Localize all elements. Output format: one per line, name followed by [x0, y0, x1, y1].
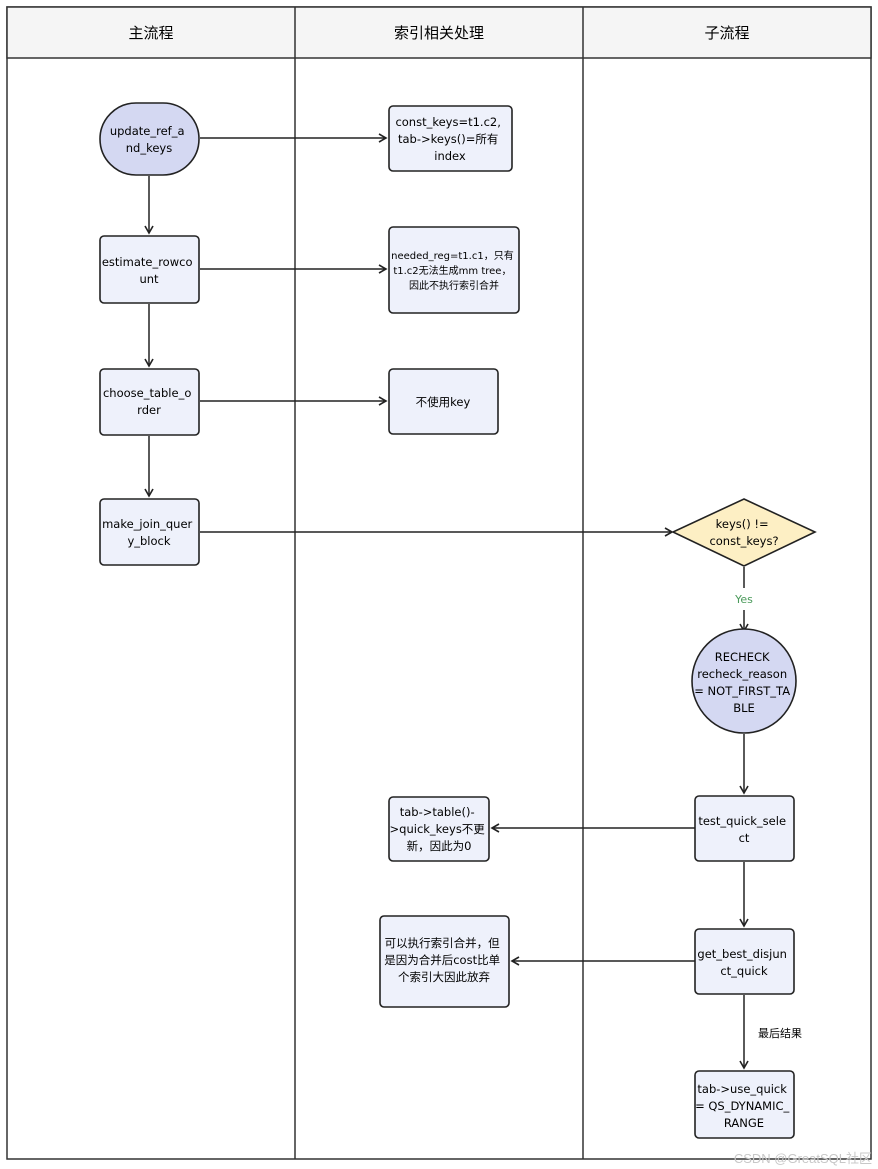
const-keys-note [388, 105, 513, 172]
update-ref-and-keys-label: update_ref_a nd_keys [110, 124, 188, 155]
index-merge-note-text: 可以执行索引合并，但 是因为合并后cost比单 个索引大因此放弃 [384, 936, 504, 984]
use-quick-node [694, 1070, 795, 1139]
needed-reg-note-text: needed_reg=t1.c1，只有 t1.c2无法生成mm tree， 因此… [391, 249, 517, 292]
lane-title-index: 索引相关处理 [394, 24, 484, 42]
const-keys-note-text: const_keys=t1.c2, tab->keys()=所有 index [395, 115, 504, 163]
yes-branch-label: Yes [734, 593, 753, 606]
index-merge-note [379, 915, 510, 1008]
update-ref-and-keys-node [99, 102, 200, 176]
connectors [144, 133, 749, 1070]
test-quick-select-node [694, 795, 795, 862]
test-quick-select-label: test_quick_sele ct [698, 814, 789, 845]
final-result-label: 最后结果 [758, 1027, 802, 1040]
recheck-node [691, 628, 797, 734]
watermark: CSDN @GreatSQL社区 [733, 1151, 872, 1166]
estimate-rowcount-node [99, 235, 200, 304]
get-best-disjunct-quick-node [694, 928, 795, 995]
keys-decision-label: keys() != const_keys? [709, 517, 778, 548]
use-quick-label: tab->use_quick = QS_DYNAMIC_ RANGE [695, 1082, 793, 1130]
no-key-note-text: 不使用key [416, 395, 471, 409]
quick-keys-note-text: tab->table()- >quick_keys不更 新，因此为0 [390, 805, 489, 853]
choose-table-order-node [99, 368, 200, 436]
choose-table-order-label: choose_table_o rder [103, 386, 195, 417]
get-best-disjunct-quick-label: get_best_disjun ct_quick [697, 947, 790, 978]
keys-decision-diamond [671, 498, 817, 567]
lane-title-main: 主流程 [128, 24, 173, 42]
needed-reg-note [388, 226, 520, 314]
quick-keys-note [388, 796, 490, 862]
recheck-label: RECHECK recheck_reason = NOT_FIRST_TA BL… [694, 650, 793, 715]
lane-title-sub: 子流程 [704, 24, 749, 42]
estimate-rowcount-label: estimate_rowco unt [102, 255, 196, 286]
lane-header-row [6, 6, 872, 59]
make-join-query-block-label: make_join_quer y_block [102, 517, 196, 548]
no-key-note [388, 368, 499, 435]
make-join-query-block-node [99, 498, 200, 566]
